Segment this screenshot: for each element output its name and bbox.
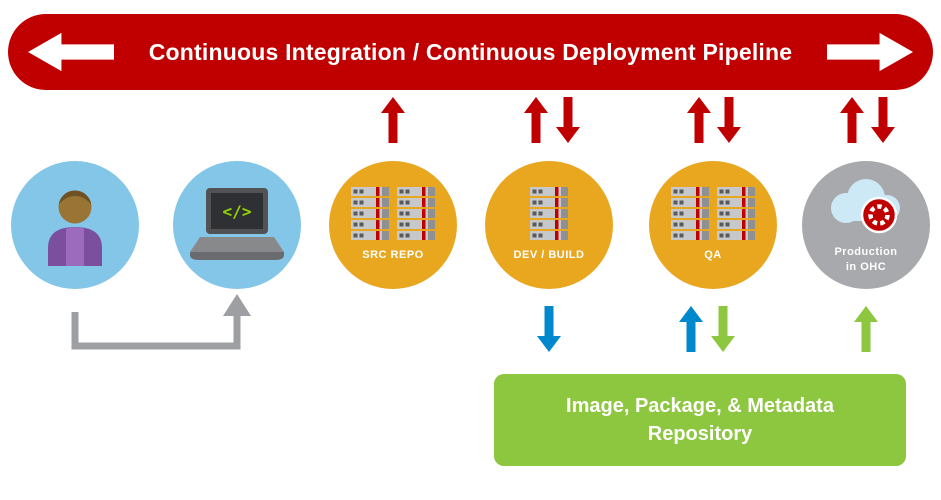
production-label: Production in OHC xyxy=(834,245,897,275)
node-production: Production in OHC xyxy=(802,161,930,289)
server-stack-icon xyxy=(671,187,755,240)
production-down-arrow-icon xyxy=(871,97,895,143)
server-stack-icon xyxy=(530,187,568,240)
production-up-arrow-icon xyxy=(840,97,864,143)
production-repo-up-arrow-icon xyxy=(854,306,878,352)
developer-to-workstation-connector xyxy=(71,294,251,350)
qa-repo-up-arrow-icon xyxy=(679,306,703,352)
production-label-line1: Production xyxy=(834,246,898,259)
right-arrow-icon xyxy=(827,32,913,72)
person-icon xyxy=(48,190,102,266)
repository-label-line2: Repository xyxy=(647,423,753,445)
node-src-repo: SRC REPO xyxy=(329,161,457,289)
src-repo-label: SRC REPO xyxy=(362,249,424,262)
qa-down-arrow-icon xyxy=(717,97,741,143)
dev-build-down-arrow-icon xyxy=(556,97,580,143)
left-arrow-icon xyxy=(28,32,114,72)
server-stack-icon xyxy=(351,187,435,240)
qa-label: QA xyxy=(704,249,722,262)
qa-repo-down-arrow-icon xyxy=(711,306,735,352)
node-developer xyxy=(11,161,139,289)
qa-up-arrow-icon xyxy=(687,97,711,143)
production-label-line2: in OHC xyxy=(845,261,887,273)
dev-build-up-arrow-icon xyxy=(524,97,548,143)
node-workstation: </> xyxy=(173,161,301,289)
dev-build-repo-down-arrow-icon xyxy=(537,306,561,352)
cloud-icon xyxy=(831,179,900,234)
laptop-icon: </> xyxy=(190,188,284,260)
repository-box: Image, Package, & Metadata Repository xyxy=(494,374,906,466)
node-qa: QA xyxy=(649,161,777,289)
up-arrowhead-icon xyxy=(223,294,251,316)
code-glyph: </> xyxy=(223,202,252,221)
repository-label-line1: Image, Package, & Metadata xyxy=(566,395,834,417)
pipeline-banner: Continuous Integration / Continuous Depl… xyxy=(8,14,933,90)
dev-build-label: DEV / BUILD xyxy=(513,249,585,262)
openshift-icon xyxy=(860,196,898,234)
src-repo-up-arrow-icon xyxy=(381,97,405,143)
node-dev-build: DEV / BUILD xyxy=(485,161,613,289)
pipeline-title: Continuous Integration / Continuous Depl… xyxy=(148,38,793,65)
